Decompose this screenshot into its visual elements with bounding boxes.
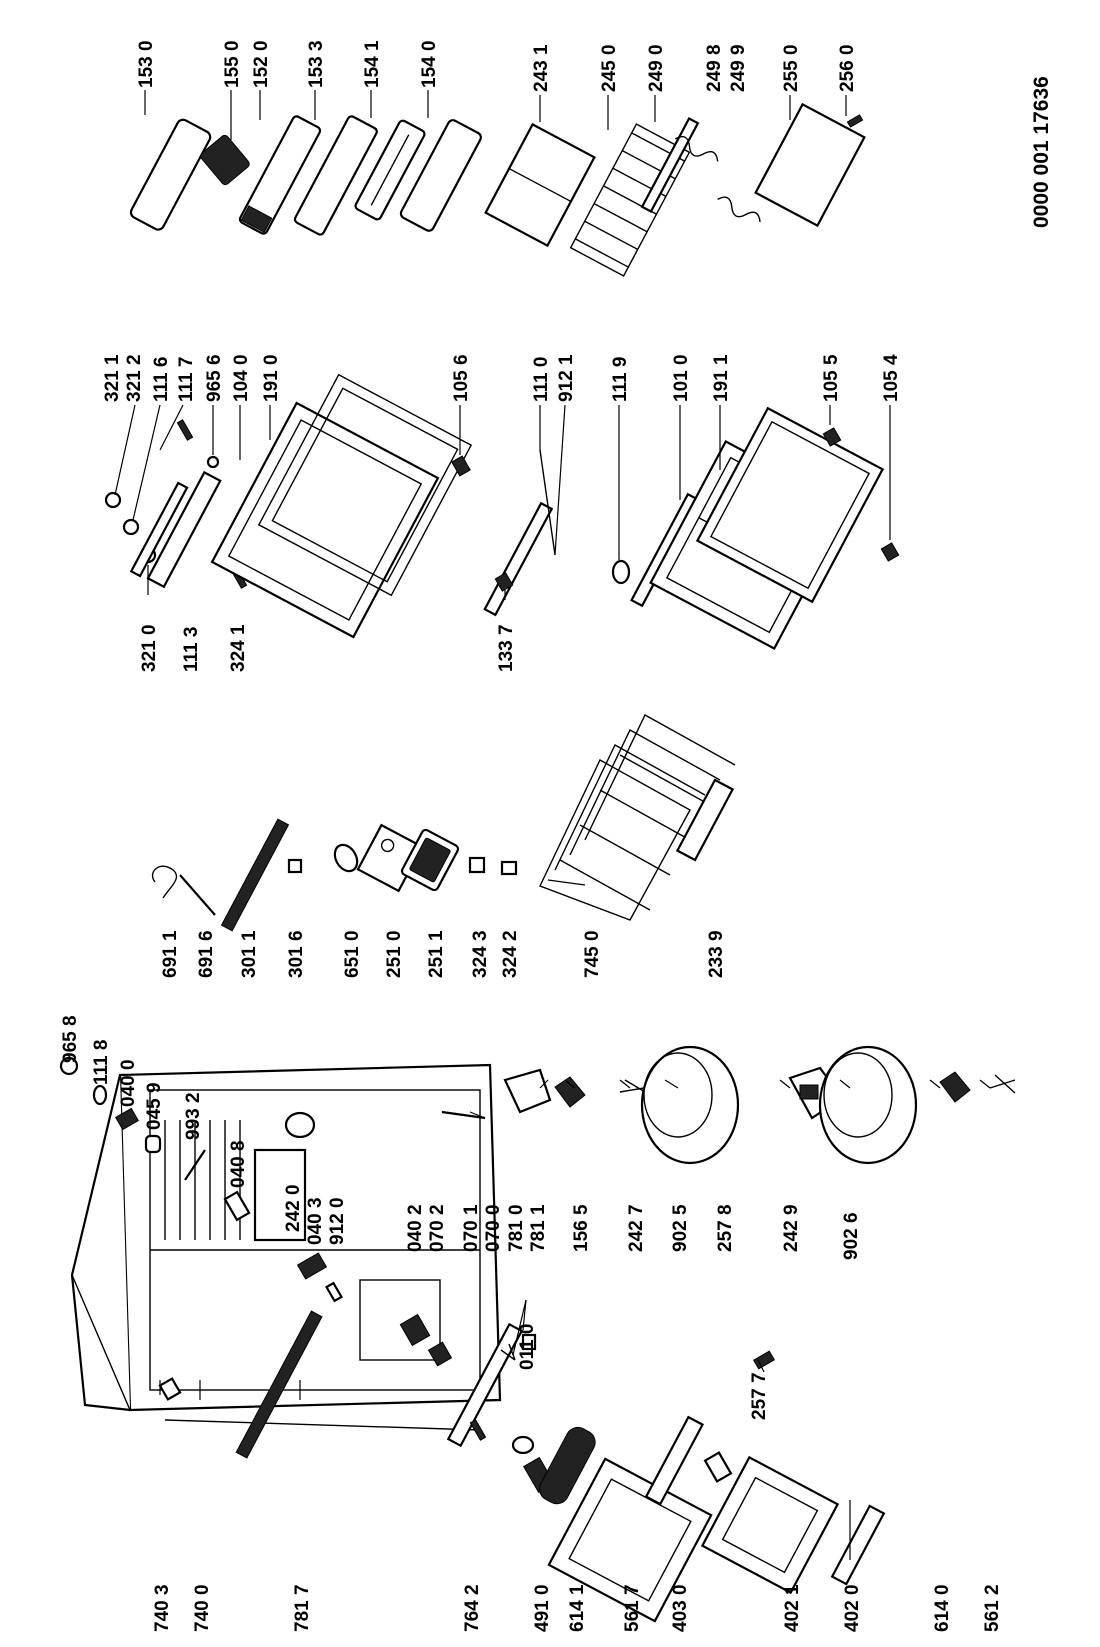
part-label: 561 2 (982, 1584, 1003, 1632)
part-label: 403 0 (670, 1584, 691, 1632)
part-label: 781 0 (506, 1204, 527, 1252)
part-label: 402 0 (842, 1584, 863, 1632)
part-label: 154 1 (362, 40, 383, 88)
part-label: 242 0 (283, 1184, 304, 1232)
part-label: 249 0 (646, 44, 667, 92)
part-label: 257 8 (715, 1204, 736, 1252)
part-label: 153 0 (136, 40, 157, 88)
part-label: 740 3 (152, 1584, 173, 1632)
part-label: 251 1 (426, 930, 447, 978)
part-label: 111 9 (610, 357, 631, 402)
part-label: 740 0 (192, 1584, 213, 1632)
part-drawings (59, 102, 1016, 1623)
part-label: 111 6 (151, 357, 172, 402)
part-label: 912 0 (327, 1197, 348, 1245)
part-label: 614 0 (932, 1584, 953, 1632)
part-label: 242 7 (626, 1204, 647, 1252)
part-label: 321 2 (124, 354, 145, 402)
part-label: 257 7 (749, 1372, 770, 1420)
part-label: 111 0 (531, 357, 552, 402)
document-number: 0000 001 17636 (1030, 76, 1053, 228)
compressor-403-drawing (640, 1045, 740, 1165)
part-label: 301 6 (286, 930, 307, 978)
part-label: 133 7 (496, 624, 517, 672)
part-label: 105 6 (451, 354, 472, 402)
part-label: 745 0 (582, 930, 603, 978)
part-label: 651 0 (342, 930, 363, 978)
part-label: 249 8 (704, 44, 725, 92)
part-label: 155 0 (222, 40, 243, 88)
part-label: 156 5 (571, 1204, 592, 1252)
leader-lines (114, 90, 991, 1560)
part-label: 491 0 (532, 1584, 553, 1632)
part-label: 070 0 (483, 1204, 504, 1252)
part-label: 912 1 (556, 354, 577, 402)
part-label: 324 1 (228, 624, 249, 672)
part-label: 152 0 (251, 40, 272, 88)
part-label: 040 3 (305, 1197, 326, 1245)
part-label: 561 7 (622, 1584, 643, 1632)
part-label: 191 0 (261, 354, 282, 402)
part-label: 691 1 (160, 930, 181, 978)
part-label: 153 3 (306, 40, 327, 88)
part-label: 902 5 (670, 1204, 691, 1252)
part-label: 154 0 (419, 40, 440, 88)
part-label: 070 2 (427, 1204, 448, 1252)
part-label: 255 0 (781, 44, 802, 92)
part-label: 965 6 (204, 354, 225, 402)
part-label: 256 0 (837, 44, 858, 92)
part-label: 764 2 (462, 1584, 483, 1632)
part-labels: 153 0 155 0 152 0 153 3 154 1 154 0 243 … (60, 40, 1053, 1632)
evaporator-drawing (539, 714, 736, 921)
part-label: 965 8 (60, 1015, 81, 1063)
part-label: 105 4 (881, 354, 902, 402)
part-label: 245 0 (599, 44, 620, 92)
part-label: 301 1 (239, 930, 260, 978)
part-label: 111 3 (181, 627, 202, 672)
part-label: 040 0 (118, 1059, 139, 1107)
part-label: 614 1 (567, 1584, 588, 1632)
part-label: 040 8 (228, 1140, 249, 1188)
part-label: 011 0 (517, 1324, 538, 1371)
part-label: 781 7 (292, 1584, 313, 1632)
part-label: 191 1 (711, 354, 732, 402)
part-label: 040 2 (405, 1204, 426, 1252)
part-label: 101 0 (671, 354, 692, 402)
part-label: 104 0 (231, 354, 252, 402)
part-label: 781 1 (528, 1204, 549, 1252)
part-label: 321 0 (139, 624, 160, 672)
part-label: 402 1 (782, 1584, 803, 1632)
part-label: 111 8 (91, 1040, 112, 1085)
part-label: 324 2 (500, 930, 521, 978)
part-label: 233 9 (706, 930, 727, 978)
part-label: 249 9 (728, 44, 749, 92)
part-label: 243 1 (531, 44, 552, 92)
part-label: 242 9 (781, 1204, 802, 1252)
part-label: 691 6 (196, 930, 217, 978)
part-label: 902 6 (841, 1212, 862, 1260)
compressor-402-drawing (818, 1045, 918, 1165)
part-label: 324 3 (470, 930, 491, 978)
part-label: 111 7 (176, 357, 197, 402)
part-label: 321 1 (102, 354, 123, 402)
part-label: 045 9 (144, 1082, 165, 1130)
part-label: 070 1 (461, 1204, 482, 1252)
part-label: 105 5 (821, 354, 842, 402)
part-label: 993 2 (183, 1092, 204, 1140)
part-label: 251 0 (384, 930, 405, 978)
